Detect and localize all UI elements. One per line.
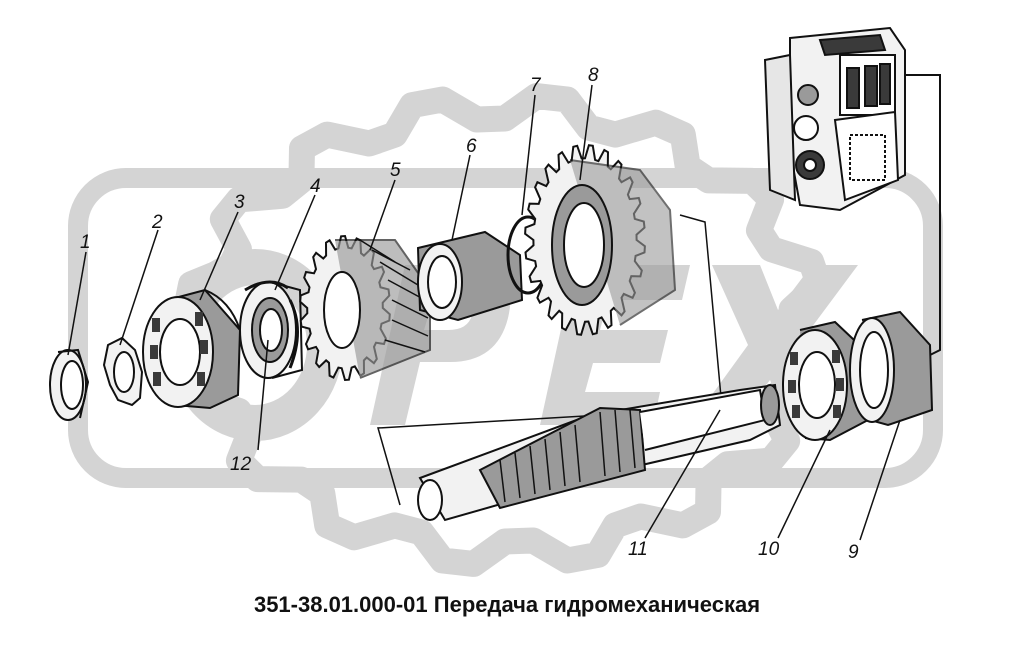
- transmission-housing: [763, 26, 941, 356]
- callout-8: 8: [588, 65, 599, 86]
- callout-4: 4: [310, 176, 321, 197]
- callout-7: 7: [530, 75, 542, 96]
- part-12-bearing-cup: [239, 281, 304, 379]
- part-1-nut: [49, 348, 90, 421]
- callout-3: 3: [234, 192, 245, 213]
- callout-2: 2: [151, 212, 163, 233]
- part-3-roller-bearing: [142, 288, 242, 410]
- part-4-snap-ring: [244, 280, 299, 369]
- callout-leaders: [67, 84, 901, 541]
- part-11-shaft: [417, 383, 782, 522]
- diagram-caption: 351-38.01.000-01 Передача гидромеханичес…: [253, 592, 761, 617]
- callout-labels: 1 2 3 4 5 6 7 8 9 10 11 12: [80, 65, 859, 563]
- part-2-lock-washer: [102, 336, 144, 407]
- part-6-spacer-sleeve: [416, 230, 524, 322]
- callout-1: 1: [80, 232, 91, 253]
- callout-10: 10: [758, 539, 780, 560]
- callout-12: 12: [230, 454, 252, 475]
- part-9-bearing-outer-race: [849, 310, 934, 427]
- part-8-large-gear: [524, 144, 677, 336]
- callout-5: 5: [390, 160, 401, 181]
- callout-6: 6: [466, 136, 477, 157]
- part-5-spur-gear: [299, 234, 431, 382]
- callout-11: 11: [628, 539, 648, 560]
- callout-9: 9: [848, 542, 859, 563]
